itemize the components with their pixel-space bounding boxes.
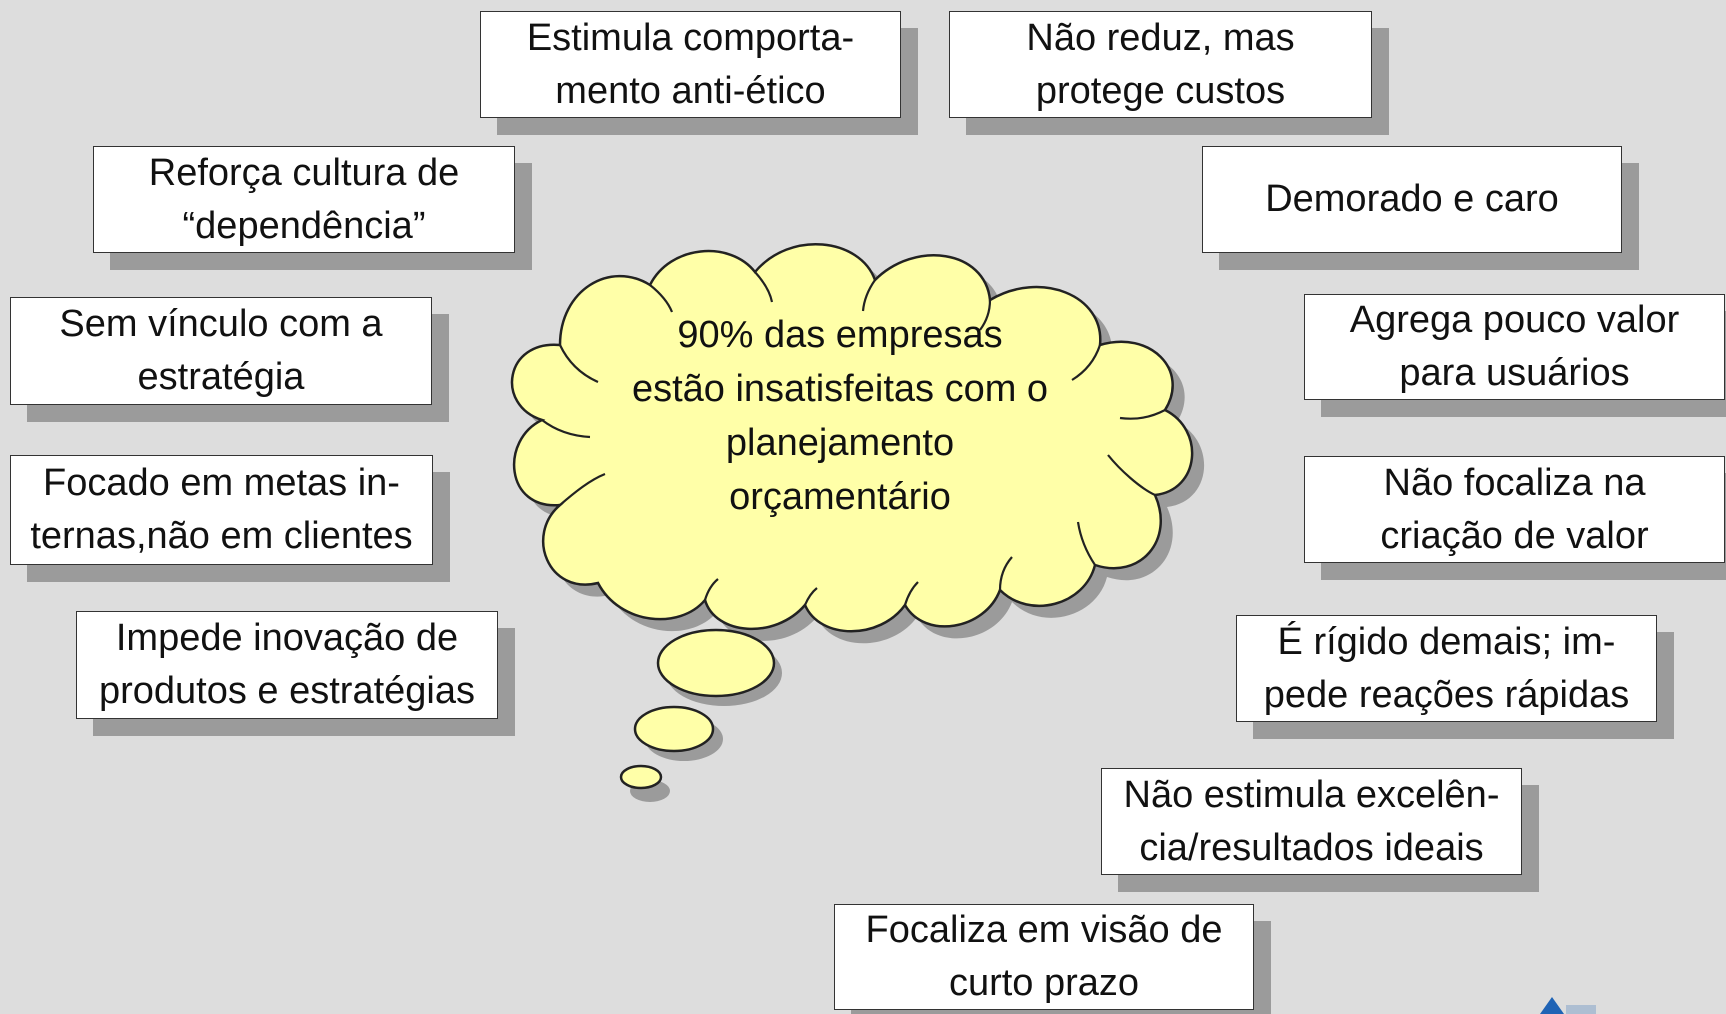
- box-focaliza-curto: Focaliza em visão de curto prazo: [834, 904, 1254, 1010]
- box-nao-estimula: Não estimula excelên-cia/resultados idea…: [1101, 768, 1522, 875]
- cloud-inner-arcs: [541, 271, 1166, 606]
- box-line: pede reações rápidas: [1263, 673, 1630, 716]
- box-line: Estimula comporta-: [526, 16, 855, 59]
- box-impede-inovacao: Impede inovação de produtos e estratégias: [76, 611, 498, 719]
- box-agrega-pouco: Agrega pouco valor para usuários: [1304, 294, 1725, 400]
- box-rigido: É rígido demais; im-pede reações rápidas: [1236, 615, 1657, 722]
- box-line: Focaliza em visão de: [865, 909, 1223, 951]
- box-line: Demorado e caro: [1265, 178, 1559, 220]
- box-line: Não estimula excelên-: [1123, 773, 1500, 816]
- logo-mark-icon: [1540, 997, 1596, 1014]
- box-line: Reforça cultura de: [148, 151, 460, 194]
- box-line: Agrega pouco valor: [1349, 299, 1680, 341]
- thought-bubble-medium: [633, 705, 715, 753]
- box-line: É rígido demais; im-: [1277, 620, 1616, 663]
- box-line: Focado em metas in-: [43, 462, 400, 504]
- box-line: ternas,não em clientes: [30, 515, 413, 557]
- box-sem-vinculo: Sem vínculo com a estratégia: [10, 297, 432, 405]
- box-line: cia/resultados ideais: [1139, 826, 1484, 869]
- cloud-body: [510, 243, 1194, 633]
- box-line: Impede inovação de: [115, 617, 459, 659]
- box-line: estratégia: [137, 356, 305, 398]
- box-nao-focaliza: Não focaliza na criação de valor: [1304, 456, 1725, 563]
- box-estimula-comportamento: Estimula comporta-mento anti-ético: [480, 11, 901, 118]
- box-line: protege custos: [1035, 69, 1286, 112]
- thought-bubble-small: [619, 764, 663, 790]
- box-line: criação de valor: [1380, 514, 1649, 557]
- box-line: para usuários: [1399, 352, 1630, 394]
- box-line: “dependência”: [182, 204, 426, 247]
- box-line: curto prazo: [948, 962, 1140, 1004]
- center-line: 90% das empresas: [677, 314, 1003, 356]
- box-line: Sem vínculo com a: [59, 303, 383, 345]
- box-nao-reduz: Não reduz, mas protege custos: [949, 11, 1372, 118]
- box-line: produtos e estratégias: [98, 670, 475, 712]
- box-reforca-cultura: Reforça cultura de “dependência”: [93, 146, 515, 253]
- center-line: orçamentário: [729, 476, 951, 518]
- box-demorado: Demorado e caro: [1202, 146, 1622, 253]
- box-line: Não reduz, mas: [1026, 16, 1295, 59]
- box-line: Não focaliza na: [1383, 461, 1646, 504]
- box-line: mento anti-ético: [555, 69, 826, 112]
- center-statement: 90% das empresas estão insatisfeitas com…: [590, 308, 1090, 524]
- thought-bubble-large: [656, 628, 776, 698]
- center-line: planejamento: [725, 422, 955, 464]
- box-focado-metas: Focado em metas in-ternas,não em cliente…: [10, 455, 433, 565]
- center-line: estão insatisfeitas com o: [631, 368, 1049, 410]
